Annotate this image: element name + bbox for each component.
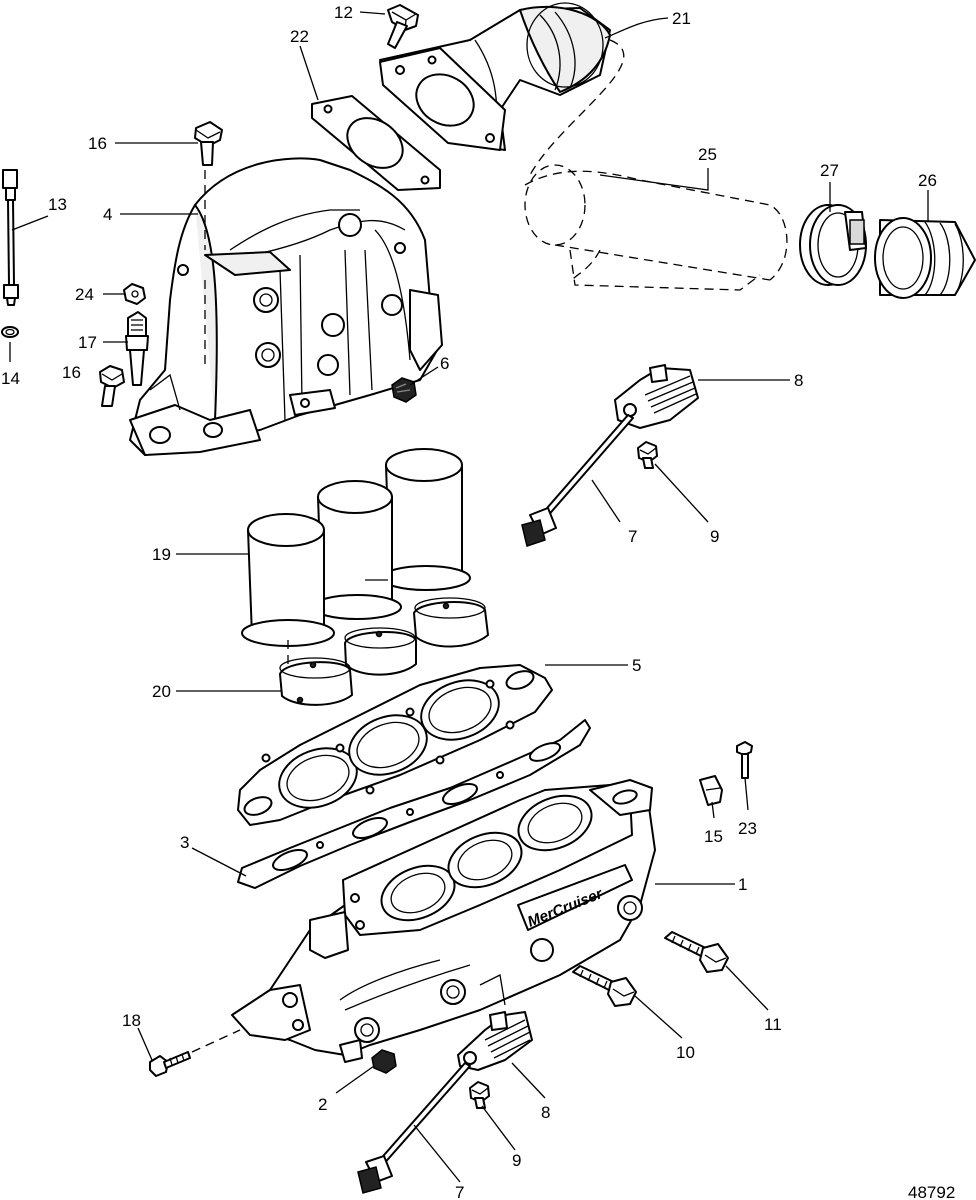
callout-4: 4 bbox=[103, 205, 112, 224]
callout-21: 21 bbox=[672, 9, 691, 28]
callout-19: 19 bbox=[152, 545, 171, 564]
callout-24: 24 bbox=[75, 285, 94, 304]
callout-16-lower: 16 bbox=[62, 363, 81, 382]
callout-15: 15 bbox=[704, 827, 723, 846]
part-10-bolt bbox=[572, 965, 637, 1007]
callout-12: 12 bbox=[334, 3, 353, 22]
part-2-nut bbox=[371, 1049, 397, 1074]
part-17-stud bbox=[125, 311, 149, 386]
part-22-gasket bbox=[311, 95, 441, 191]
callout-7-lower: 7 bbox=[455, 1183, 464, 1200]
part-21-exhaust-elbow bbox=[379, 2, 611, 151]
callout-8-lower: 8 bbox=[541, 1103, 550, 1122]
part-16-bolt-upper bbox=[194, 121, 223, 166]
part-25-tailpipe-sleeve bbox=[524, 39, 788, 291]
callout-23: 23 bbox=[738, 819, 757, 838]
part-5-gasket-upper bbox=[237, 664, 553, 826]
callout-5: 5 bbox=[632, 656, 641, 675]
part-9-screw-lower bbox=[469, 1081, 490, 1109]
part-14-washer bbox=[1, 326, 19, 338]
callout-9-upper: 9 bbox=[710, 527, 719, 546]
part-1-exhaust-manifold: MerCruiser bbox=[231, 779, 656, 1063]
callout-26: 26 bbox=[918, 171, 937, 190]
part-11-bolt bbox=[664, 931, 729, 973]
callout-27: 27 bbox=[820, 161, 839, 180]
part-27-hose-clamp bbox=[799, 204, 867, 286]
callout-8-upper: 8 bbox=[794, 371, 803, 390]
callout-labels: 12 21 22 25 27 26 16 4 13 24 17 14 16 6 … bbox=[1, 3, 955, 1200]
callout-22: 22 bbox=[290, 27, 309, 46]
figure-number: 48792 bbox=[908, 1183, 955, 1200]
part-19-exhaust-sleeves bbox=[241, 448, 471, 665]
part-7-sensor-lead-upper bbox=[521, 414, 634, 547]
callout-18: 18 bbox=[122, 1011, 141, 1030]
part-6-nut bbox=[391, 377, 417, 403]
callout-16-upper: 16 bbox=[88, 134, 107, 153]
callout-2: 2 bbox=[318, 1095, 327, 1114]
callout-17: 17 bbox=[78, 333, 97, 352]
part-12-bolt bbox=[387, 4, 419, 49]
part-4-manifold-elbow-housing bbox=[129, 157, 443, 456]
callout-3: 3 bbox=[180, 833, 189, 852]
callout-20: 20 bbox=[152, 682, 171, 701]
part-18-screw bbox=[149, 1029, 241, 1077]
part-8-sensor-bracket-lower bbox=[457, 1011, 533, 1071]
callout-9-lower: 9 bbox=[512, 1151, 521, 1170]
part-23-screw bbox=[736, 741, 753, 779]
part-16-bolt-lower bbox=[99, 365, 125, 407]
callout-10: 10 bbox=[676, 1043, 695, 1062]
callout-1: 1 bbox=[738, 875, 747, 894]
part-13-oxygen-sensor bbox=[2, 169, 19, 306]
callout-25: 25 bbox=[698, 145, 717, 164]
part-3-gasket-lower bbox=[237, 719, 591, 889]
part-9-screw-upper bbox=[637, 441, 658, 469]
callout-11: 11 bbox=[764, 1015, 782, 1034]
callout-14: 14 bbox=[1, 369, 20, 388]
callout-6: 6 bbox=[440, 354, 449, 373]
callout-13: 13 bbox=[48, 195, 67, 214]
part-15-clip bbox=[699, 775, 723, 806]
part-20-retaining-bands bbox=[279, 597, 489, 706]
part-24-nut bbox=[123, 283, 146, 305]
leader-lines bbox=[9, 11, 929, 1183]
part-7-sensor-lead-lower bbox=[357, 1062, 471, 1194]
callout-7-upper: 7 bbox=[628, 527, 637, 546]
part-26-exhaust-bellows bbox=[874, 217, 976, 299]
